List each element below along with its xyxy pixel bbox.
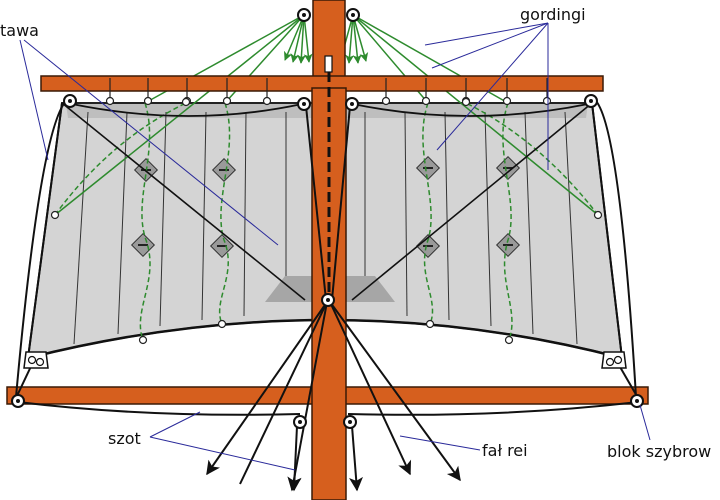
clew-left (23, 351, 49, 369)
label-fal-rei: fał rei (482, 441, 528, 460)
label-tawa: tawa (0, 21, 39, 40)
label-leaders (19, 22, 651, 471)
leader-gordingi-1 (424, 22, 549, 46)
reef-point-marks (138, 167, 513, 247)
head-bunt-left (71, 103, 303, 117)
leader-blok (639, 404, 651, 441)
leech-ropes (15, 100, 639, 416)
leader-tawa-2 (23, 39, 279, 246)
label-gordingi: gordingi (520, 5, 586, 24)
head-bunt-right (352, 103, 589, 117)
halyard-slot (324, 55, 333, 73)
leader-szot-2 (149, 436, 296, 471)
block-centers (16, 13, 639, 424)
leader-tawa-1 (19, 39, 49, 161)
szot-rope (17, 401, 301, 416)
leader-gordingi-2 (431, 22, 549, 69)
clew-right (601, 351, 627, 369)
tawa-rope (15, 100, 67, 398)
reef-points (130, 155, 521, 259)
label-szot: szot (108, 429, 141, 448)
leader-szot-1 (149, 411, 201, 438)
yard-hangers (109, 78, 548, 100)
downhauls (61, 102, 593, 492)
leader-falrei (399, 435, 481, 451)
sail-seams (73, 111, 578, 345)
leader-gordingi-3 (436, 22, 549, 151)
label-blok-szybrowy: blok szybrow (607, 442, 711, 461)
gording-rings (50, 97, 603, 345)
